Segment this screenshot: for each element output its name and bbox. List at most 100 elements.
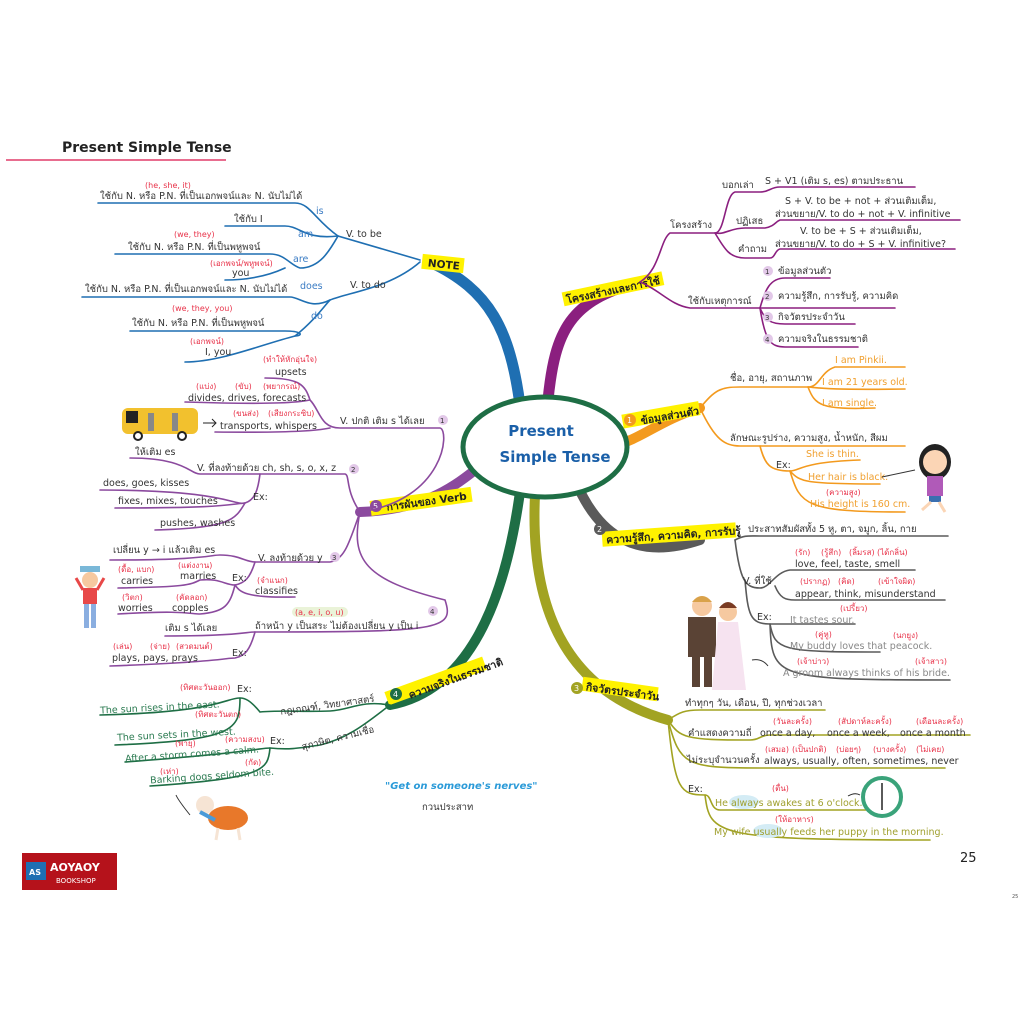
freq-item: once a week,	[827, 728, 890, 739]
usage-item: ความรู้สึก, การรับรู้, ความคิด	[778, 291, 898, 302]
note: (สัปดาห์ละครั้ง)	[838, 715, 892, 726]
q-formula-2: ส่วนขยาย/V. to do + S + V. infinitive?	[775, 239, 946, 250]
es-label: ให้เติม es	[135, 446, 175, 458]
is-label: is	[316, 206, 324, 217]
iyou-text: I, you	[205, 347, 231, 358]
affirm-label: บอกเล่า	[722, 180, 754, 191]
verb-example: transports, whispers	[220, 421, 317, 432]
q-label: คำถาม	[738, 244, 767, 255]
clock-illustration	[847, 776, 903, 818]
senses-label: ประสาทสัมผัสทั้ง 5 หู, ตา, จมูก, ลิ้น, ก…	[748, 522, 917, 535]
wedding-couple-illustration	[688, 596, 769, 690]
are-note: (we, they)	[174, 230, 215, 239]
note: (ความสงบ)	[225, 735, 265, 744]
personal-branch: 1 ข้อมูลส่วนตัว ชื่อ, อายุ, สถานภาพ I am…	[621, 355, 951, 513]
note: (พยากรณ์)	[263, 381, 300, 391]
svg-text:4: 4	[393, 690, 398, 699]
svg-text:1: 1	[765, 268, 769, 276]
iyou-note: (เอกพจน์)	[190, 336, 224, 346]
svg-text:4: 4	[430, 608, 435, 616]
note: (ปรากฏ)	[800, 577, 830, 586]
note: (พายุ)	[175, 739, 196, 748]
proverb-label: สุภาษิต, ความเชื่อ	[300, 722, 375, 753]
affirm-formula: S + V1 (เติม s, es) ตามประธาน	[765, 176, 904, 187]
note: (บ่อยๆ)	[836, 745, 861, 754]
to-be-label: V. to be	[346, 229, 382, 240]
example: She is thin.	[806, 449, 859, 460]
note: (ทิศตะวันออก)	[180, 683, 231, 692]
note: (ไม่เคย)	[916, 745, 944, 754]
you-note: (เอกพจน์/พหูพจน์)	[210, 258, 273, 269]
routine-branch: 3 กิจวัตรประจำวัน ทำทุกๆ วัน, เดือน, ปี,…	[571, 676, 971, 841]
center-node: Present Simple Tense	[460, 394, 630, 500]
note: (เปรี้ยว)	[840, 602, 868, 613]
am-label: am	[298, 229, 313, 240]
info-label: ชื่อ, อายุ, สถานภาพ	[730, 371, 812, 384]
add-s-label: เติม s ได้เลย	[165, 622, 217, 634]
do-note: (we, they, you)	[172, 304, 232, 313]
example: A groom always thinks of his bride.	[783, 668, 950, 679]
verb-example: divides, drives, forecasts	[188, 393, 306, 404]
usage-list: 1 ข้อมูลส่วนตัว 2 ความรู้สึก, การรับรู้,…	[763, 266, 898, 345]
note: (บางครั้ง)	[873, 743, 906, 754]
science-label: กฎเกณฑ์, วิทยาศาสตร์	[279, 693, 375, 718]
note: (สวดมนต์)	[176, 641, 213, 651]
note: (ลิ้มรส)	[849, 546, 875, 557]
verb-example: upsets	[275, 367, 307, 378]
do-text: ใช้กับ N. หรือ P.N. ที่เป็นพหูพจน์	[132, 316, 265, 329]
branch-note	[424, 256, 526, 411]
page-title: Present Simple Tense	[62, 140, 232, 156]
verb-example: plays, pays, prays	[112, 653, 198, 664]
you-text: you	[232, 268, 249, 279]
idiom-thai: กวนประสาท	[422, 802, 473, 813]
note: (เจ้าบ่าว)	[797, 657, 829, 666]
struct-label: โครงสร้าง	[670, 219, 712, 231]
rule-1: V. ปกติ เติม s ได้เลย	[340, 415, 425, 427]
freq-label: คำแสดงความถี่	[688, 726, 752, 739]
usage-item: ข้อมูลส่วนตัว	[778, 266, 831, 277]
structure-branch: โครงสร้างและการใช้ บอกเล่า S + V1 (เติม …	[561, 176, 961, 348]
example: He always awakes at 6 o'clock.	[715, 798, 863, 809]
verb-example: fixes, mixes, touches	[118, 496, 218, 507]
ex-label: Ex:	[232, 648, 247, 659]
svg-text:BOOKSHOP: BOOKSHOP	[56, 877, 96, 885]
svg-text:AOYAOY: AOYAOY	[50, 861, 101, 874]
verb-example: worries	[118, 603, 153, 614]
adverbs: always, usually, often, sometimes, never	[764, 756, 959, 767]
note-branch: NOTE (he, she, it) ใช้กับ N. หรือ P.N. ท…	[81, 181, 465, 363]
dog-illustration	[175, 794, 248, 841]
svg-text:4: 4	[765, 336, 770, 344]
vowels-note: (a, e, i, o, u)	[295, 608, 344, 617]
rule-4: ถ้าหน้า y เป็นสระ ไม่ต้องเปลี่ยน y เป็น …	[255, 619, 418, 632]
is-note: (he, she, it)	[145, 181, 191, 190]
is-text: ใช้กับ N. หรือ P.N. ที่เป็นเอกพจน์และ N.…	[100, 189, 302, 202]
note: (รู้สึก)	[821, 548, 841, 558]
note: (ให้อาหาร)	[775, 815, 814, 824]
note: (นกยูง)	[893, 631, 918, 641]
unspec-label: ไม่ระบุจำนวนครั้ง	[686, 753, 760, 766]
example: Her hair is black.	[808, 472, 888, 483]
ex-label: Ex:	[776, 460, 791, 471]
usage-item: ความจริงในธรรมชาติ	[778, 333, 868, 345]
note: (เสมอ)	[765, 745, 789, 754]
svg-text:2: 2	[765, 293, 769, 301]
note: (ทิศตะวันตก)	[195, 710, 241, 719]
bus-illustration	[122, 408, 217, 441]
usage-item: กิจวัตรประจำวัน	[778, 312, 846, 323]
example: It tastes sour.	[790, 615, 854, 626]
note: (เห่า)	[160, 767, 179, 776]
note: (เจ้าสาว)	[915, 657, 947, 666]
note: (ขนส่ง)	[233, 409, 259, 418]
note: (ดื้อ, แบก)	[118, 563, 154, 574]
q-formula-1: V. to be + S + ส่วนเติมเต็ม,	[800, 224, 922, 237]
note: (วันละครั้ง)	[773, 715, 812, 726]
svg-text:2: 2	[597, 525, 602, 534]
note: (วิตก)	[122, 593, 143, 602]
verb-branch: 5 การผันของ Verb (ทำให้หักอุ่นใจ) upsets…	[74, 355, 473, 667]
note: (ได้กลิ่น)	[877, 546, 908, 557]
note: (ทำให้หักอุ่นใจ)	[263, 355, 317, 364]
freq-item: once a day,	[760, 728, 815, 739]
center-title-line2: Simple Tense	[499, 448, 610, 466]
note: (ความสูง)	[826, 488, 861, 498]
